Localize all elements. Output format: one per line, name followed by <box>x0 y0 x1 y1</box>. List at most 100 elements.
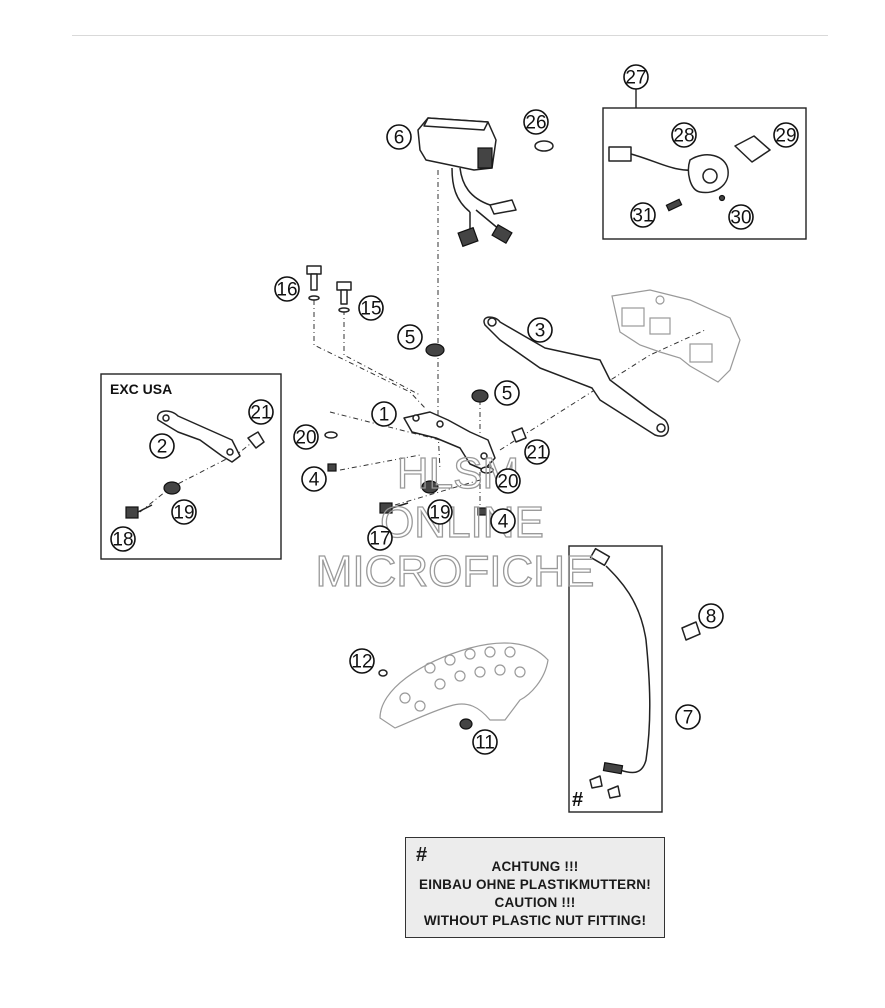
callout-6: 6 <box>386 124 412 150</box>
svg-text:4: 4 <box>498 512 509 533</box>
bolt-15 <box>336 281 352 313</box>
callout-29: 29 <box>773 122 799 148</box>
svg-text:31: 31 <box>632 206 653 227</box>
grommet-19 <box>421 480 439 494</box>
svg-text:29: 29 <box>775 126 796 147</box>
svg-text:15: 15 <box>360 299 381 320</box>
svg-text:20: 20 <box>497 472 518 493</box>
svg-text:16: 16 <box>276 280 297 301</box>
callout-5-lower: 5 <box>494 380 520 406</box>
ring-12 <box>378 669 388 677</box>
callout-11: 11 <box>472 729 498 755</box>
bracket-2-exc-usa <box>156 410 241 463</box>
svg-text:5: 5 <box>405 328 416 349</box>
bolt-16 <box>306 265 322 301</box>
note-line-caution: CAUTION !!! <box>494 895 576 910</box>
spacer-21-inset <box>247 431 265 449</box>
inset-frame-sensor <box>602 107 807 240</box>
nut-4-lower <box>477 507 487 516</box>
callout-5-upper: 5 <box>397 324 423 350</box>
callout-7: 7 <box>675 704 701 730</box>
svg-text:18: 18 <box>112 530 133 551</box>
svg-text:19: 19 <box>173 503 194 524</box>
note-text: ACHTUNG !!! EINBAU OHNE PLASTIKMUTTERN! … <box>406 858 664 930</box>
svg-text:28: 28 <box>673 126 694 147</box>
screw-17 <box>379 502 409 514</box>
svg-text:30: 30 <box>730 208 751 229</box>
cable-clip-8 <box>681 621 701 641</box>
assembly-line-computer <box>437 170 441 471</box>
washer-20 <box>324 431 338 439</box>
callout-2: 2 <box>149 433 175 459</box>
svg-text:5: 5 <box>502 384 513 405</box>
callout-19: 19 <box>427 499 453 525</box>
bicycle-computer-unit <box>417 117 517 248</box>
magnet-part <box>534 140 554 152</box>
callout-12: 12 <box>349 648 375 674</box>
spacer-21 <box>511 427 527 443</box>
grommet-19-inset <box>163 481 181 495</box>
note-line-einbau: EINBAU OHNE PLASTIKMUTTERN! <box>419 877 651 892</box>
callout-17: 17 <box>367 525 393 551</box>
svg-text:3: 3 <box>535 321 546 342</box>
note-hash-mark: # <box>416 844 428 866</box>
callout-3: 3 <box>527 317 553 343</box>
svg-text:12: 12 <box>351 652 372 673</box>
callout-31: 31 <box>630 202 656 228</box>
svg-text:8: 8 <box>706 607 717 628</box>
callout-18: 18 <box>110 526 136 552</box>
callout-30: 30 <box>728 204 754 230</box>
callout-21: 21 <box>524 439 550 465</box>
caution-note-box: # ACHTUNG !!! EINBAU OHNE PLASTIKMUTTERN… <box>405 837 665 938</box>
washer-20-lower <box>480 466 494 474</box>
svg-text:7: 7 <box>683 708 694 729</box>
nut-4 <box>327 463 337 472</box>
callout-21-inset: 21 <box>248 399 274 425</box>
callout-19-inset: 19 <box>171 499 197 525</box>
note-line-achtung: ACHTUNG !!! <box>491 859 579 874</box>
svg-text:19: 19 <box>429 503 450 524</box>
svg-text:4: 4 <box>309 470 320 491</box>
svg-text:21: 21 <box>526 443 547 464</box>
inset-frame-exc-usa <box>100 373 282 560</box>
callout-4: 4 <box>301 466 327 492</box>
callout-27: 27 <box>623 64 649 90</box>
magnet-11 <box>459 718 473 730</box>
grommet-5-lower <box>471 389 489 403</box>
callout-4-lower: 4 <box>490 508 516 534</box>
callout-20: 20 <box>293 424 319 450</box>
speed-sensor-assembly <box>608 135 771 212</box>
svg-text:20: 20 <box>295 428 316 449</box>
assembly-line-16 <box>313 300 426 409</box>
callout-28: 28 <box>671 122 697 148</box>
headlight-mask-outline <box>611 289 741 383</box>
callout-15: 15 <box>358 295 384 321</box>
callout-20-lower: 20 <box>495 468 521 494</box>
svg-text:2: 2 <box>157 437 168 458</box>
grommet-5-upper <box>425 343 445 357</box>
assembly-line-3 <box>499 329 706 451</box>
screw-18 <box>125 504 153 519</box>
mounting-bracket-3 <box>483 316 670 437</box>
assembly-line-15 <box>343 310 421 396</box>
svg-text:17: 17 <box>369 529 390 550</box>
callout-16: 16 <box>274 276 300 302</box>
sensor-cable-7 <box>589 547 651 799</box>
svg-text:26: 26 <box>525 113 546 134</box>
assembly-line-4 <box>339 454 421 471</box>
svg-text:21: 21 <box>250 403 271 424</box>
assembly-line-17 <box>394 479 481 506</box>
inset-frame-cable <box>568 545 663 813</box>
watermark-online: ONLINE <box>380 498 544 547</box>
callout-8: 8 <box>698 603 724 629</box>
inset-label-exc-usa: EXC USA <box>110 381 172 397</box>
callout-1: 1 <box>371 401 397 427</box>
brake-disc-outline <box>379 642 549 729</box>
note-line-without: WITHOUT PLASTIC NUT FITTING! <box>423 913 647 928</box>
computer-bracket-1 <box>403 411 496 471</box>
callout-26: 26 <box>523 109 549 135</box>
svg-text:6: 6 <box>394 128 405 149</box>
top-rule <box>72 35 828 36</box>
svg-text:11: 11 <box>475 733 495 754</box>
